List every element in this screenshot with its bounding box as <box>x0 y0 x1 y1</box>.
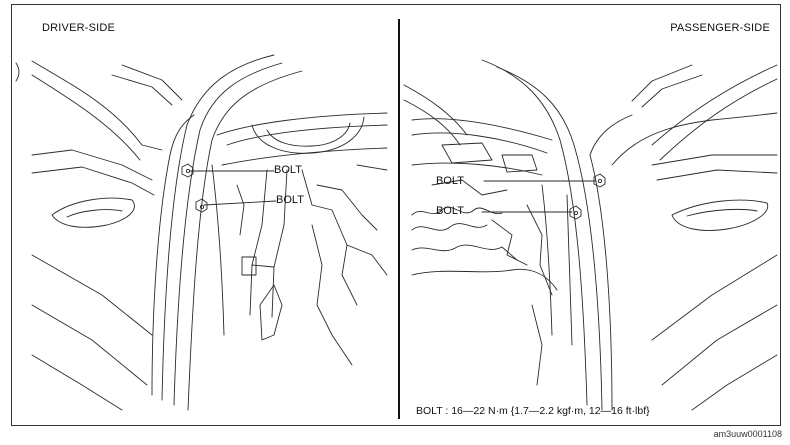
panel-divider <box>398 19 400 419</box>
passenger-bolt-lower-label: BOLT <box>436 205 464 217</box>
driver-side-illustration <box>15 54 388 411</box>
diagram-frame: DRIVER-SIDE PASSENGER-SIDE <box>11 4 781 426</box>
document-code: am3uuw0001108 <box>713 429 782 439</box>
driver-bolt-lower-label: BOLT <box>276 194 304 206</box>
passenger-side-title: PASSENGER-SIDE <box>670 22 770 34</box>
torque-specification: BOLT : 16—22 N·m {1.7—2.2 kgf·m, 12—16 f… <box>416 405 650 417</box>
passenger-bolt-upper-label: BOLT <box>436 175 464 187</box>
driver-bolt-upper-label: BOLT <box>274 164 302 176</box>
driver-side-title: DRIVER-SIDE <box>42 22 116 34</box>
passenger-side-illustration <box>403 59 778 411</box>
